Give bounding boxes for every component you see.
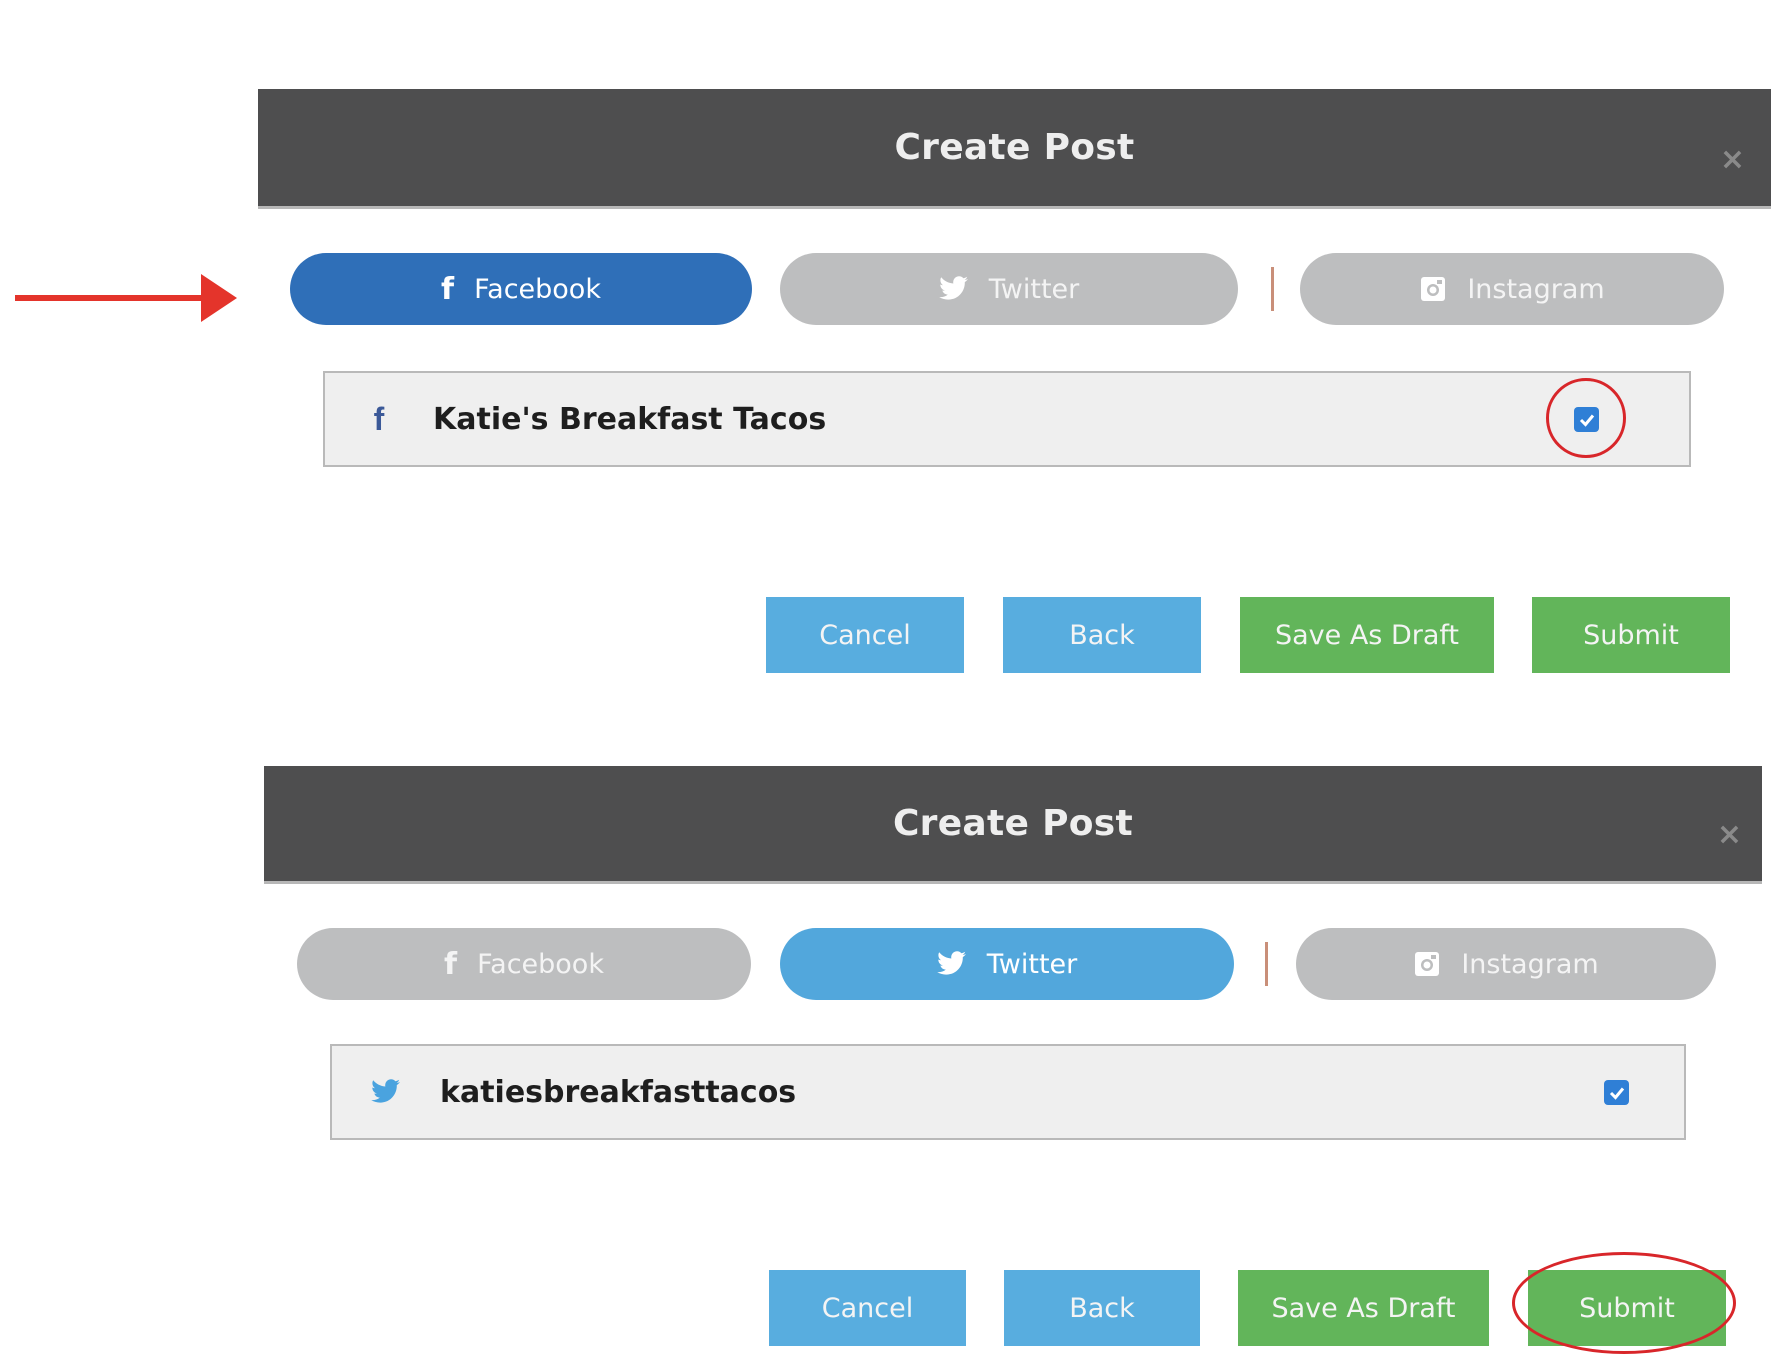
save-draft-button[interactable]: Save As Draft (1240, 597, 1494, 673)
save-draft-button[interactable]: Save As Draft (1238, 1270, 1489, 1346)
close-icon[interactable]: × (1716, 817, 1742, 852)
cancel-button[interactable]: Cancel (766, 597, 964, 673)
close-icon[interactable]: × (1719, 142, 1745, 177)
tab-twitter[interactable]: Twitter (780, 253, 1238, 325)
modal-title: Create Post (892, 803, 1134, 844)
cancel-button[interactable]: Cancel (769, 1270, 966, 1346)
tab-label: Facebook (477, 948, 604, 980)
instagram-icon (1413, 950, 1441, 978)
submit-highlight-circle (1512, 1252, 1736, 1354)
modal-header: Create Post × (264, 766, 1762, 884)
tab-facebook[interactable]: f Facebook (290, 253, 752, 325)
checkbox-highlight-circle (1546, 378, 1626, 458)
facebook-icon: f (373, 400, 385, 437)
account-name: Katie's Breakfast Tacos (433, 401, 827, 437)
facebook-icon: f (444, 946, 458, 982)
platform-tabs: f Facebook Twitter Instagram (264, 928, 1762, 1002)
twitter-icon (938, 276, 969, 302)
tab-divider (1271, 267, 1274, 311)
tab-twitter[interactable]: Twitter (780, 928, 1234, 1000)
account-name: katiesbreakfasttacos (440, 1074, 797, 1110)
instagram-icon (1419, 275, 1447, 303)
account-checkbox[interactable] (1604, 1080, 1629, 1105)
modal-header: Create Post × (258, 89, 1771, 209)
tab-instagram[interactable]: Instagram (1300, 253, 1724, 325)
create-post-modal-facebook: Create Post × f Facebook Twitter Instagr… (258, 89, 1771, 709)
account-row[interactable]: katiesbreakfasttacos (330, 1044, 1686, 1140)
back-button[interactable]: Back (1003, 597, 1201, 673)
facebook-icon: f (441, 271, 455, 307)
annotation-arrow (15, 274, 237, 322)
modal-title: Create Post (894, 127, 1135, 168)
account-row[interactable]: f Katie's Breakfast Tacos (323, 371, 1691, 467)
create-post-modal-twitter: Create Post × f Facebook Twitter Instagr… (264, 766, 1762, 1356)
twitter-icon (936, 951, 967, 977)
tab-label: Instagram (1467, 273, 1605, 305)
tab-label: Instagram (1461, 948, 1599, 980)
tab-divider (1265, 942, 1268, 986)
platform-tabs: f Facebook Twitter Instagram (258, 253, 1771, 327)
back-button[interactable]: Back (1004, 1270, 1200, 1346)
tab-label: Facebook (474, 273, 601, 305)
tab-facebook[interactable]: f Facebook (297, 928, 751, 1000)
twitter-icon (332, 1079, 440, 1105)
tab-instagram[interactable]: Instagram (1296, 928, 1716, 1000)
tab-label: Twitter (986, 948, 1078, 980)
tab-label: Twitter (988, 273, 1080, 305)
submit-button[interactable]: Submit (1532, 597, 1730, 673)
